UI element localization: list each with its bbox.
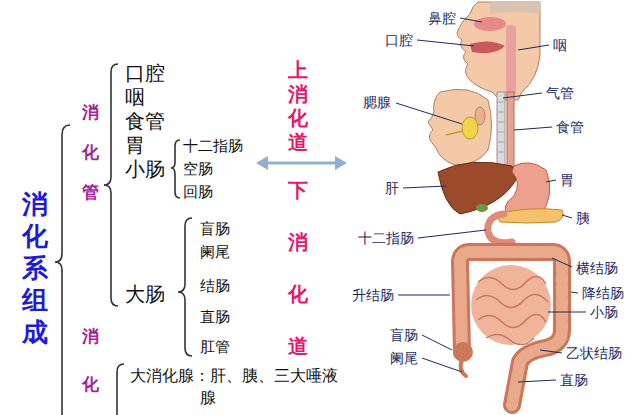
diagram-title: 消化系组成 — [22, 188, 48, 348]
brace — [178, 218, 192, 356]
nasal-cavity — [474, 17, 506, 31]
duodenum — [488, 214, 512, 243]
segment-label: 阑尾 — [200, 243, 230, 262]
brace — [104, 64, 118, 306]
leader-line — [422, 358, 462, 372]
anatomy-label: 升结肠 — [352, 286, 394, 304]
segment-label: 肛管 — [200, 338, 230, 357]
anatomy-label: 阑尾 — [390, 349, 418, 367]
segment-label: 十二指肠 — [183, 137, 243, 156]
head-section — [457, 2, 540, 100]
organ-label: 胃 — [125, 133, 145, 157]
leader-line — [403, 186, 446, 188]
coil — [478, 276, 546, 289]
face — [428, 89, 492, 165]
coil — [476, 294, 548, 307]
leader-lines — [396, 18, 586, 382]
parotid-gland — [462, 117, 478, 139]
brace — [55, 125, 70, 415]
arrow-shaft — [266, 162, 337, 165]
anatomy-label: 盲肠 — [390, 326, 418, 344]
leader-line — [562, 215, 572, 218]
anatomy-label: 十二指肠 — [358, 229, 414, 247]
leader-line — [418, 230, 486, 238]
organ-label: 食管 — [125, 109, 165, 133]
arrow-head — [256, 156, 268, 170]
intestine-coils — [476, 276, 548, 344]
leader-line — [460, 18, 482, 22]
anatomy-label: 胃 — [560, 171, 574, 189]
anatomy-label: 降结肠 — [582, 284, 624, 302]
large-intestine — [460, 252, 562, 405]
brace — [171, 140, 180, 198]
parotid-duct — [446, 131, 463, 135]
appendix — [461, 360, 466, 376]
tract-label: 下消化道 — [288, 164, 308, 372]
organ-label: 口腔 — [125, 61, 165, 85]
anatomy-label: 腮腺 — [363, 93, 391, 111]
liver — [438, 162, 516, 214]
leader-line — [398, 295, 450, 296]
leader-line — [546, 180, 556, 182]
leader-line — [552, 258, 572, 267]
ring — [497, 152, 505, 153]
large-intestine-haustra — [460, 252, 562, 405]
anatomy-label: 咽 — [553, 36, 567, 54]
anatomy-label: 乙状结肠 — [566, 344, 622, 362]
brackets — [55, 64, 192, 415]
ring — [497, 112, 505, 113]
trachea-rings — [497, 102, 505, 152]
leader-line — [417, 40, 474, 46]
leader-line — [514, 127, 552, 130]
organ-label: 咽 — [125, 85, 145, 109]
gland-label: 大消化腺：肝、胰、三大唾液腺 — [130, 365, 346, 409]
leader-line — [548, 312, 586, 313]
anatomy-label: 口腔 — [385, 31, 413, 49]
segment-label: 空肠 — [183, 160, 213, 179]
anatomy-label: 肝 — [385, 179, 399, 197]
leader-line — [571, 292, 578, 293]
organ-label: 大肠 — [125, 282, 165, 306]
segment-label: 盲肠 — [200, 220, 230, 239]
anatomy-label: 鼻腔 — [428, 9, 456, 27]
segment-label: 回肠 — [183, 183, 213, 202]
esophagus — [507, 92, 514, 170]
anatomy-label: 气管 — [546, 84, 574, 102]
trachea — [497, 92, 505, 167]
leader-line — [503, 93, 542, 98]
leader-line — [518, 380, 556, 382]
coil — [478, 314, 546, 327]
ring — [497, 132, 505, 133]
anatomy-label: 横结肠 — [576, 259, 618, 277]
leader-line — [540, 350, 562, 353]
tract-label: 上消化道 — [288, 58, 308, 154]
arrow-head — [335, 156, 347, 170]
anatomy-label: 胰 — [576, 209, 590, 227]
pharynx — [506, 25, 516, 95]
ring — [497, 142, 505, 143]
segment-label: 结肠 — [200, 277, 230, 296]
anatomy-label: 食管 — [556, 118, 584, 136]
leader-line — [518, 45, 549, 50]
brace — [117, 364, 124, 415]
anatomy-label: 小肠 — [590, 303, 618, 321]
skull — [490, 2, 540, 14]
leader-line — [396, 103, 462, 124]
category-label: 消化管 — [82, 92, 99, 212]
ring — [497, 122, 505, 123]
category-label: 消化 — [82, 312, 99, 408]
segment-label: 直肠 — [200, 308, 230, 327]
double-arrow — [256, 156, 347, 170]
oral-cavity — [470, 41, 505, 53]
anatomy-label: 直肠 — [560, 371, 588, 389]
gallbladder — [476, 204, 488, 212]
small-intestine — [471, 265, 551, 345]
leader-line — [422, 335, 452, 350]
organ-label: 小肠 — [125, 157, 165, 181]
coil — [486, 334, 534, 344]
ring — [497, 102, 505, 103]
